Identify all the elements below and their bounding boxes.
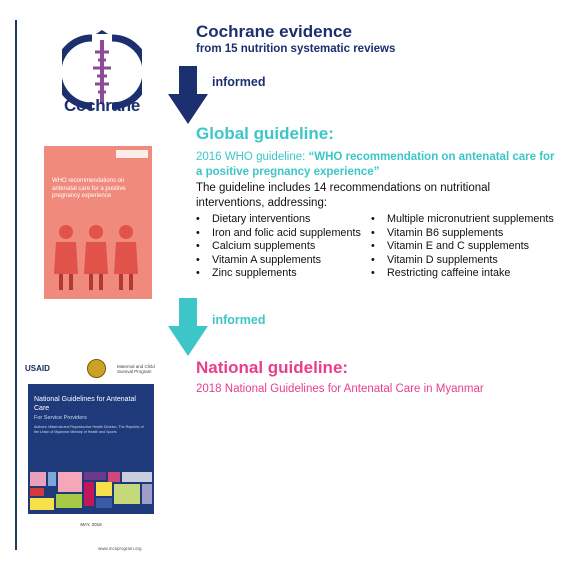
vertical-divider xyxy=(15,20,17,550)
cover-url: www.mcsprogram.org xyxy=(98,546,142,551)
who-cover-title: WHO recommendations on antenatal care fo… xyxy=(52,178,126,199)
cover-authors: Authors: Maternal and Reproductive Healt… xyxy=(34,425,144,434)
who-cover-figures xyxy=(54,150,148,290)
national-guideline-heading: National guideline: xyxy=(196,358,349,377)
list-item: Vitamin B6 supplements xyxy=(369,227,559,241)
who-title: “WHO recommendation on antenatal care fo… xyxy=(196,151,555,178)
cochrane-logo-text: Cochrane xyxy=(63,96,140,115)
list-item: Restricting caffeine intake xyxy=(369,267,559,281)
cochrane-heading: Cochrane evidence xyxy=(196,22,352,41)
informed-label-1: informed xyxy=(212,75,266,89)
cochrane-subheading: from 15 nutrition systematic reviews xyxy=(196,43,396,55)
arrow-down-navy-icon xyxy=(168,66,208,124)
guideline-description: The guideline includes 14 recommendation… xyxy=(196,182,491,209)
list-item: Dietary interventions xyxy=(194,213,364,227)
list-item: Vitamin E and C supplements xyxy=(369,240,559,254)
list-item: Zinc supplements xyxy=(194,267,364,281)
who-guideline-cover: WHO recommendations on antenatal care fo… xyxy=(44,146,152,299)
cover-color-blocks xyxy=(30,472,152,510)
cover-subtitle: For Service Providers xyxy=(34,415,87,421)
informed-label-2: informed xyxy=(212,313,266,327)
cover-title: National Guidelines for Antenatal Care xyxy=(34,396,136,412)
list-item: Vitamin D supplements xyxy=(369,254,559,268)
myanmar-seal-icon xyxy=(87,359,106,378)
arrow-down-teal-icon xyxy=(168,298,208,356)
list-item: Multiple micronutrient supplements xyxy=(369,213,559,227)
who-prefix: 2016 WHO guideline: xyxy=(196,151,309,163)
list-item: Vitamin A supplements xyxy=(194,254,364,268)
global-guideline-heading: Global guideline: xyxy=(196,124,334,143)
recommendations-list-left: Dietary interventions Iron and folic aci… xyxy=(194,213,364,281)
list-item: Iron and folic acid supplements xyxy=(194,227,364,241)
mcsp-logo: Maternal and Child Survival Program xyxy=(117,364,155,374)
cochrane-logo-icon xyxy=(62,30,142,110)
usaid-logo: USAID xyxy=(25,364,50,373)
list-item: Calcium supplements xyxy=(194,240,364,254)
recommendations-list-right: Multiple micronutrient supplements Vitam… xyxy=(369,213,559,281)
cover-date: MAY, 2018 xyxy=(80,522,102,527)
national-guideline-subheading: 2018 National Guidelines for Antenatal C… xyxy=(196,383,484,395)
who-guideline-line: 2016 WHO guideline: “WHO recommendation … xyxy=(196,150,556,180)
